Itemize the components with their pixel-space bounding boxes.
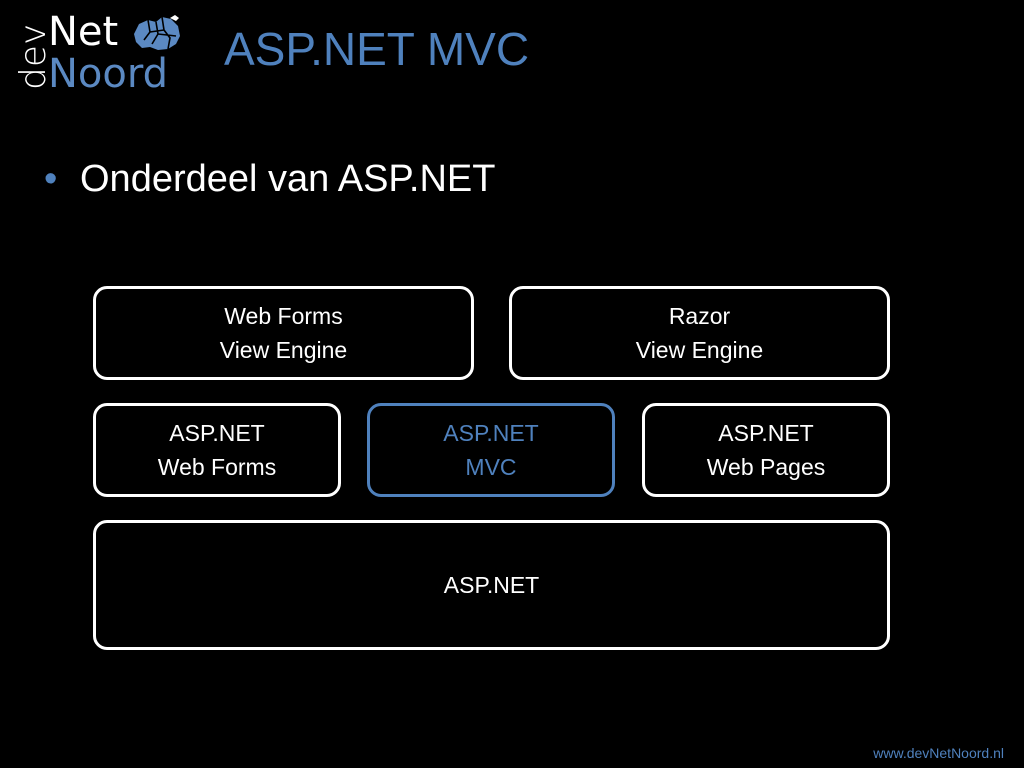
aspnet-base-box: ASP.NET <box>93 520 890 650</box>
box-label-line: ASP.NET <box>718 420 814 446</box>
box-label-line: ASP.NET <box>169 420 265 446</box>
devnetnoord-logo: dev Net Noord <box>10 10 190 96</box>
box-label-line: ASP.NET <box>443 420 539 446</box>
bullet-text: Onderdeel van ASP.NET <box>80 158 496 200</box>
aspnet-mvc-box: ASP.NET MVC <box>367 403 615 497</box>
box-label-line: MVC <box>465 454 517 480</box>
razor-view-engine-box: Razor View Engine <box>509 286 890 380</box>
box-label-line: ASP.NET <box>443 572 540 598</box>
box-label-line: Web Forms <box>157 454 277 480</box>
box-label-line: View Engine <box>219 337 348 363</box>
bullet-marker: • <box>44 158 58 200</box>
logo-noord-text: Noord <box>48 51 168 97</box>
box-label-line: Razor <box>668 303 731 329</box>
footer-url: www.devNetNoord.nl <box>873 745 1004 761</box>
logo-dev-text: dev <box>13 23 54 90</box>
aspnet-webforms-box: ASP.NET Web Forms <box>93 403 341 497</box>
box-label-line: Web Forms <box>224 303 343 329</box>
logo-net-text: Net <box>48 9 119 55</box>
bullet-item: • Onderdeel van ASP.NET <box>44 156 495 202</box>
map-icon <box>134 15 180 50</box>
box-label-line: Web Pages <box>706 454 826 480</box>
slide-title: ASP.NET MVC <box>224 23 530 75</box>
aspnet-webpages-box: ASP.NET Web Pages <box>642 403 890 497</box>
box-label-line: View Engine <box>635 337 764 363</box>
webforms-view-engine-box: Web Forms View Engine <box>93 286 474 380</box>
